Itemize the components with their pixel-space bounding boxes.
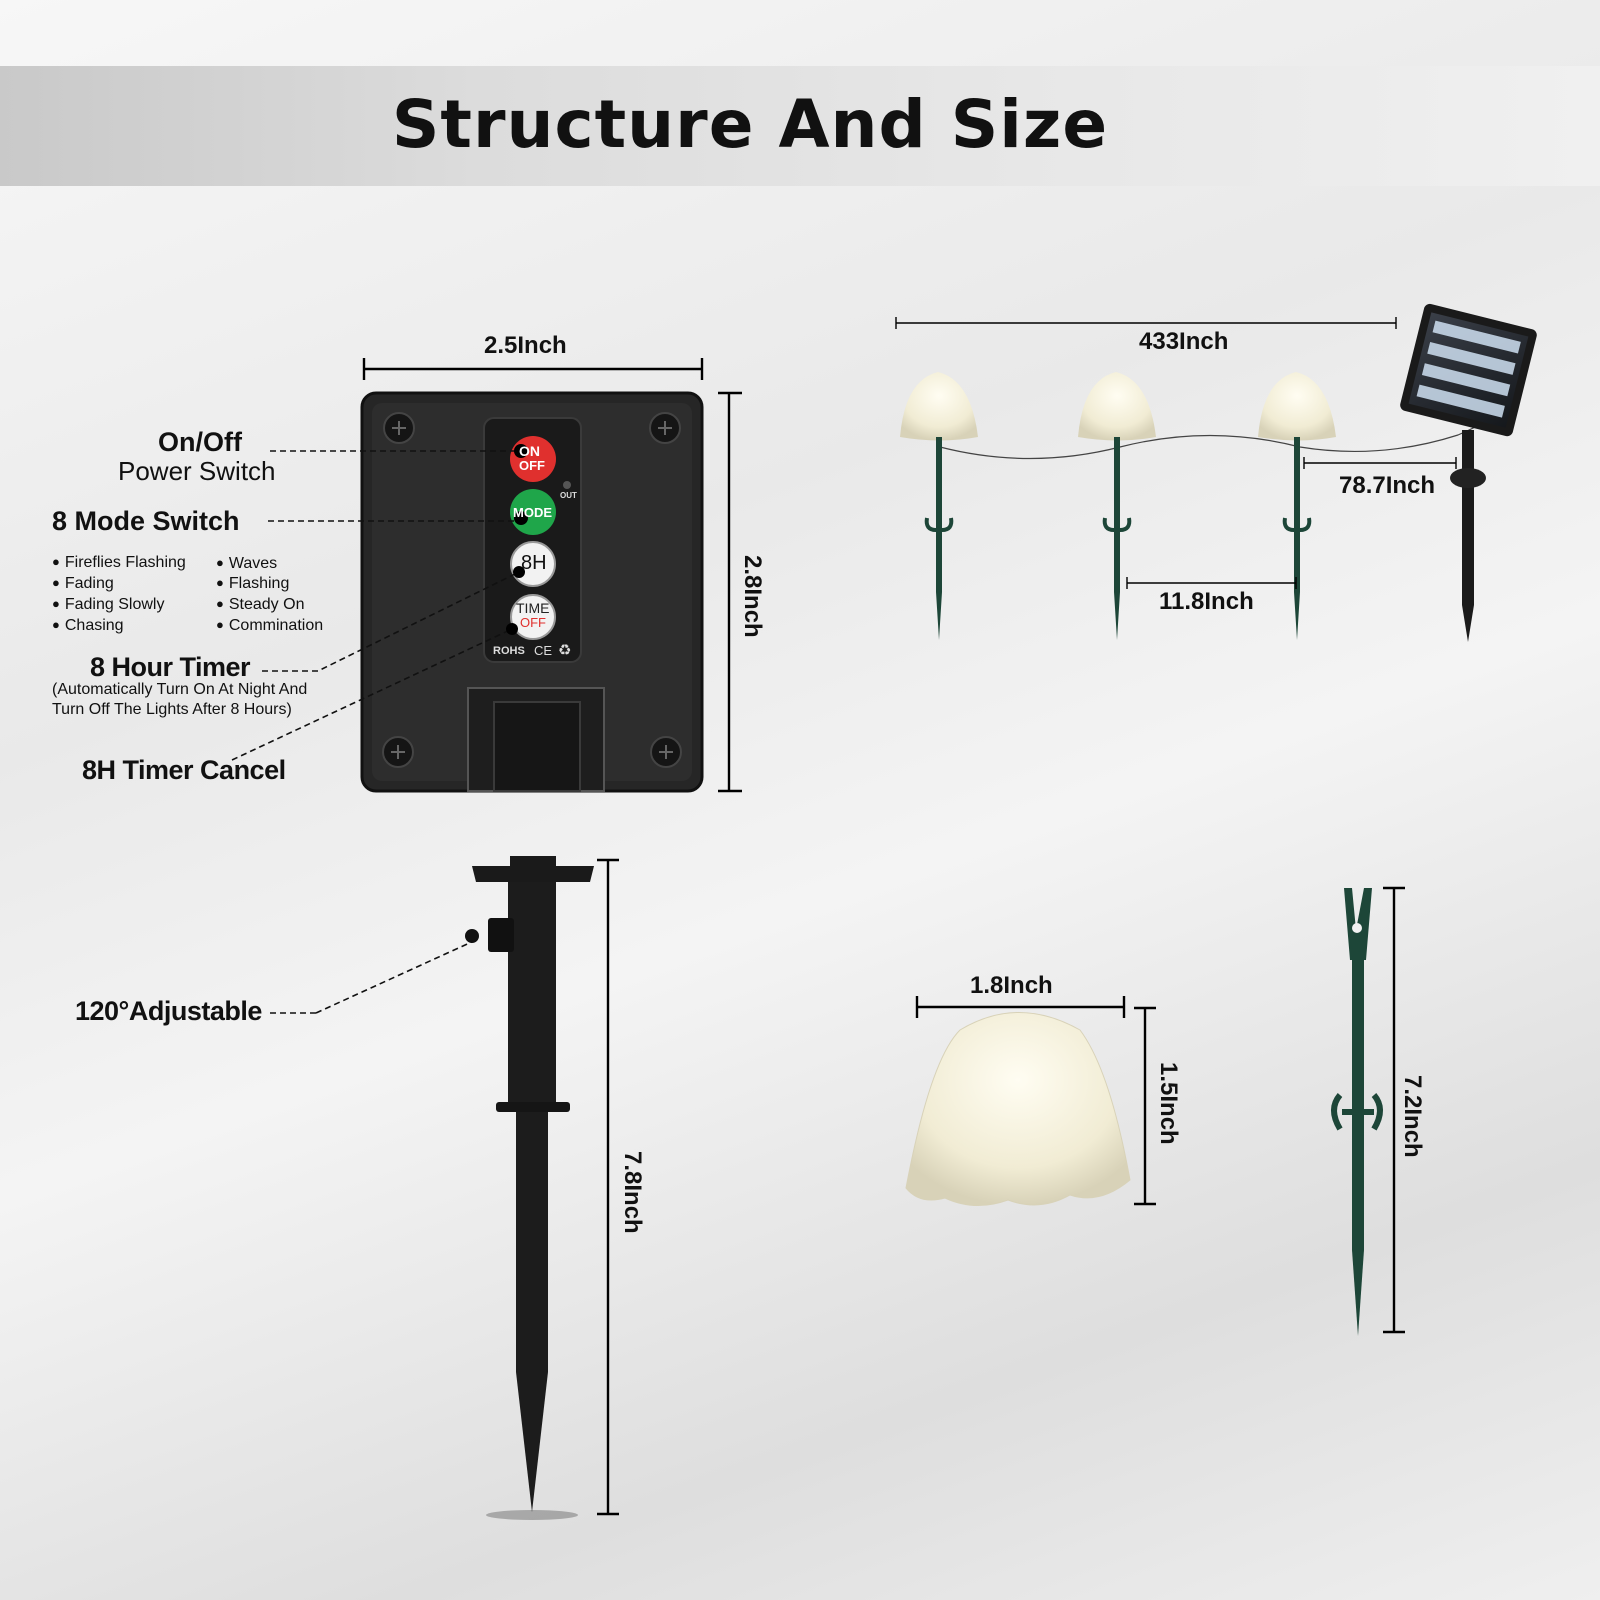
timer-cancel-label: 8H Timer Cancel: [82, 755, 286, 785]
cap-width-label: 1.8Inch: [970, 972, 1053, 999]
on-label: ON: [519, 443, 540, 459]
screw-icon: [649, 412, 681, 444]
adjust-leader: [270, 939, 477, 1014]
mode-item: Fireflies Flashing: [52, 554, 186, 572]
page-title: Structure And Size: [391, 86, 1109, 163]
spacing-label: 11.8Inch: [1159, 588, 1254, 615]
solar-stake: [465, 856, 594, 1520]
solar-panel: [1400, 303, 1537, 642]
out-label: OUT: [560, 491, 577, 500]
mode-item: Commination: [216, 617, 323, 635]
cap-height-label: 1.5Inch: [1155, 1062, 1182, 1145]
light-stake-height-dimension: [1383, 886, 1405, 1334]
mode-item: Fading: [52, 575, 114, 593]
onoff-subtitle: Power Switch: [118, 456, 276, 486]
title-band: [0, 66, 1600, 186]
control-box: [360, 391, 704, 793]
mushroom-light: [1078, 372, 1156, 640]
timer-note-line1: (Automatically Turn On At Night And: [52, 681, 308, 698]
cap-height-dimension: [1134, 1006, 1156, 1206]
mushroom-light: [1258, 372, 1336, 640]
mode-label: MODE: [513, 505, 552, 520]
screw-icon: [383, 412, 415, 444]
string-length-dimension: [895, 317, 1397, 329]
ce-mark: CE: [534, 643, 553, 658]
light-stake: [1331, 888, 1383, 1336]
stake-height-label: 7.8Inch: [619, 1151, 646, 1234]
rohs-mark: ROHS: [493, 645, 525, 657]
box-height-dimension: [718, 391, 742, 793]
mode-switch-title: 8 Mode Switch: [52, 506, 240, 536]
spacing-dimension: [1126, 577, 1297, 589]
box-width-dimension: [362, 358, 704, 380]
cap-width-dimension: [915, 996, 1126, 1018]
time-off-button: [510, 594, 556, 640]
total-length-label: 433Inch: [1139, 328, 1229, 355]
timer-8h-label: 8H: [521, 552, 547, 574]
timer-title: 8 Hour Timer: [90, 652, 251, 682]
leader-lines: [231, 450, 521, 761]
time-off-label: OFF: [520, 615, 546, 630]
stake-height-dimension: [597, 858, 619, 1516]
screw-icon: [382, 736, 414, 768]
mode-item: Flashing: [216, 575, 289, 593]
lead-length-label: 78.7Inch: [1339, 472, 1436, 499]
onoff-title: On/Off: [158, 427, 242, 457]
mushroom-light: [900, 372, 978, 640]
adjustable-label: 120°Adjustable: [75, 996, 262, 1026]
timer-note-line2: Turn Off The Lights After 8 Hours): [52, 701, 292, 718]
light-stake-height-label: 7.2Inch: [1399, 1075, 1426, 1158]
mode-item: Fading Slowly: [52, 596, 165, 614]
box-width-label: 2.5Inch: [484, 332, 567, 359]
lead-length-dimension: [1303, 457, 1457, 469]
mushroom-cap: [905, 1012, 1131, 1207]
leader-dots: [506, 444, 528, 635]
recycle-icon: ♻: [558, 642, 572, 659]
mode-item: Chasing: [52, 617, 124, 635]
screw-icon: [650, 736, 682, 768]
off-label: OFF: [519, 458, 545, 473]
mode-item: Waves: [216, 555, 277, 573]
time-label: TIME: [516, 600, 550, 616]
mode-item: Steady On: [216, 596, 305, 614]
box-height-label: 2.8Inch: [739, 555, 766, 638]
